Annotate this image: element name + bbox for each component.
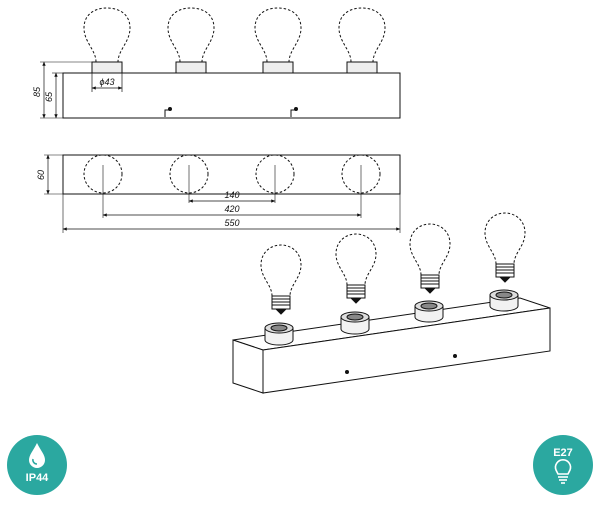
dim-body-height: 65 (44, 91, 54, 102)
mount-hook-right (290, 109, 297, 117)
mount-hook-left (164, 109, 171, 117)
side-bulb-4 (338, 7, 386, 74)
dim-spacing-1: 140 (224, 190, 239, 200)
persp-bulb-4 (484, 212, 526, 283)
side-view (40, 7, 401, 119)
bar-long-face (262, 307, 551, 394)
top-bulb-3 (255, 154, 295, 194)
bulb-icon (554, 459, 572, 484)
dim-total-height: 85 (32, 86, 42, 97)
side-bulb-2 (167, 7, 215, 74)
ip44-badge: IP44 (7, 435, 67, 495)
side-bulb-1 (83, 7, 131, 74)
persp-bulb-1 (260, 244, 302, 315)
water-drop-icon (29, 443, 45, 468)
dim-depth: 60 (36, 170, 46, 180)
dim-spacing-2: 420 (224, 204, 239, 214)
perspective-view (232, 289, 551, 394)
persp-socket-2 (340, 311, 370, 335)
persp-bulb-3 (409, 223, 451, 294)
top-bulb-1 (83, 154, 123, 194)
dim-length: 550 (224, 218, 239, 228)
persp-socket-3 (414, 300, 444, 323)
e27-badge: E27 (533, 435, 593, 495)
side-bulb-3 (254, 7, 302, 74)
dim-socket-diameter: ϕ43 (99, 77, 114, 87)
top-bulb-2 (169, 154, 209, 194)
top-bulb-4 (341, 154, 381, 194)
top-view-body (62, 154, 401, 195)
persp-socket-4 (489, 289, 519, 312)
persp-bulb-2 (335, 233, 377, 304)
ip-rating-label: IP44 (26, 472, 50, 484)
top-view (44, 154, 401, 233)
side-view-body (62, 72, 401, 119)
persp-socket-1 (264, 322, 294, 346)
socket-type-label: E27 (553, 447, 573, 459)
